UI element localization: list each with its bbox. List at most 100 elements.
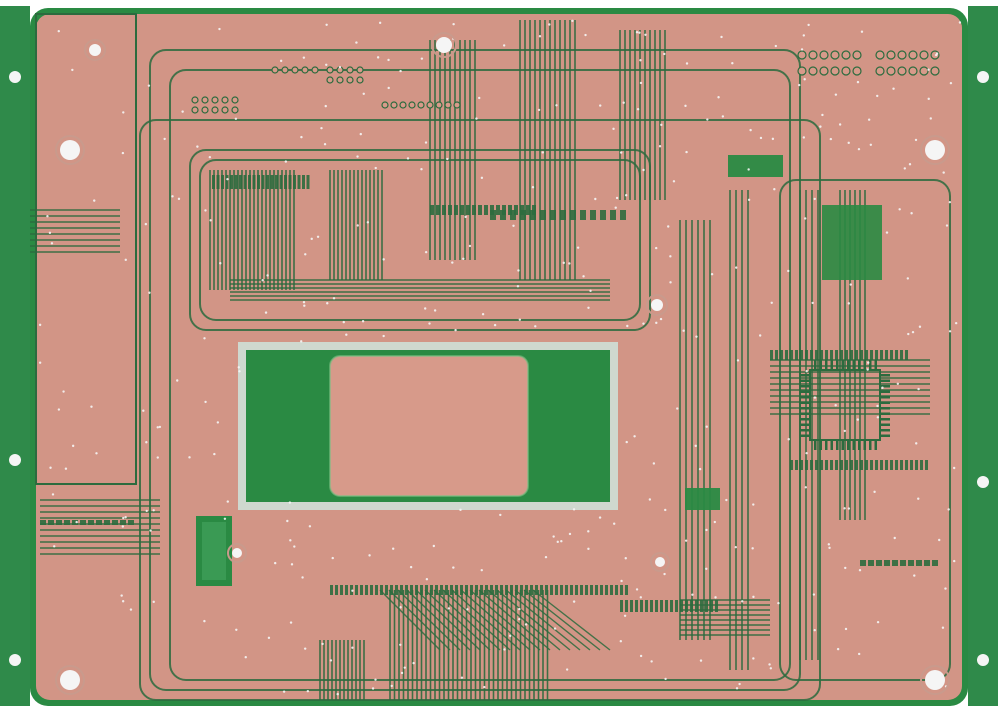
pad bbox=[221, 106, 229, 114]
ic-pin bbox=[836, 360, 839, 370]
via bbox=[147, 84, 151, 87]
via bbox=[331, 556, 334, 560]
via bbox=[49, 466, 52, 469]
green-block bbox=[822, 205, 882, 280]
smd-pad bbox=[340, 585, 343, 595]
pad bbox=[453, 101, 461, 109]
via bbox=[721, 115, 725, 118]
via bbox=[770, 301, 773, 304]
via bbox=[834, 404, 837, 407]
smd-pad bbox=[112, 520, 118, 525]
via bbox=[803, 78, 806, 81]
via bbox=[876, 404, 879, 408]
via bbox=[572, 600, 576, 603]
via bbox=[856, 418, 860, 421]
smd-pad bbox=[365, 585, 368, 595]
via bbox=[181, 110, 184, 113]
via bbox=[300, 340, 303, 343]
via bbox=[623, 614, 627, 618]
via bbox=[898, 208, 901, 211]
pad bbox=[830, 66, 840, 76]
smd-pad bbox=[790, 460, 793, 470]
diagonal-trace bbox=[451, 589, 521, 651]
via bbox=[938, 538, 941, 542]
via bbox=[857, 652, 861, 656]
ic-pin bbox=[830, 440, 833, 450]
pad bbox=[886, 66, 896, 76]
pad bbox=[191, 106, 199, 114]
smd-pad bbox=[248, 175, 251, 189]
via bbox=[599, 104, 602, 107]
smd-pad bbox=[630, 600, 633, 612]
via bbox=[238, 370, 241, 373]
smd-pad bbox=[845, 350, 848, 360]
mounting-hole-ring bbox=[920, 135, 950, 165]
via bbox=[409, 565, 413, 569]
via bbox=[403, 666, 406, 669]
ic-pin bbox=[880, 434, 890, 437]
via bbox=[694, 444, 697, 448]
smd-pad bbox=[560, 585, 563, 595]
pad bbox=[417, 101, 425, 109]
smd-pad bbox=[805, 350, 808, 360]
smd-pad bbox=[715, 600, 718, 612]
mounting-hole bbox=[232, 548, 242, 558]
via bbox=[336, 692, 339, 696]
smd-pad bbox=[435, 585, 438, 595]
via bbox=[310, 237, 313, 241]
smd-pad bbox=[500, 585, 503, 595]
ic-pin bbox=[863, 360, 866, 370]
smd-pad bbox=[293, 175, 296, 189]
via bbox=[663, 572, 666, 576]
smd-pad bbox=[266, 175, 269, 189]
via bbox=[869, 143, 873, 146]
smd-pad bbox=[355, 585, 358, 595]
ic-pin bbox=[874, 360, 877, 370]
pad bbox=[852, 66, 862, 76]
smd-pad bbox=[680, 600, 683, 612]
smd-pad bbox=[590, 585, 593, 595]
smd-pad bbox=[820, 460, 823, 470]
pad bbox=[211, 96, 219, 104]
via bbox=[433, 309, 437, 312]
smd-pad bbox=[460, 585, 463, 595]
smd-pad bbox=[615, 585, 618, 595]
diagonal-trace bbox=[496, 589, 571, 651]
via bbox=[843, 429, 846, 433]
via bbox=[710, 273, 714, 276]
diagonal-trace bbox=[469, 589, 541, 651]
via bbox=[323, 143, 327, 146]
via bbox=[813, 628, 816, 632]
via bbox=[124, 516, 127, 519]
pad bbox=[191, 96, 199, 104]
smd-pad bbox=[890, 460, 893, 470]
via bbox=[858, 569, 862, 572]
loop-trace bbox=[189, 149, 651, 331]
via bbox=[286, 519, 289, 523]
via bbox=[223, 517, 227, 521]
via bbox=[399, 69, 402, 73]
via bbox=[216, 421, 220, 424]
smd-pad bbox=[472, 205, 476, 215]
smd-pad bbox=[505, 585, 508, 595]
smd-pad bbox=[430, 205, 434, 215]
smd-pad bbox=[405, 585, 408, 595]
via bbox=[885, 231, 889, 234]
smd-pad bbox=[925, 460, 928, 470]
via bbox=[876, 416, 880, 419]
via bbox=[705, 425, 708, 428]
smd-pad bbox=[390, 585, 393, 595]
via bbox=[714, 596, 717, 599]
smd-pad bbox=[400, 585, 403, 595]
via bbox=[812, 593, 816, 596]
smd-pad bbox=[610, 210, 616, 220]
smd-pad bbox=[620, 600, 623, 612]
via bbox=[371, 687, 375, 690]
via bbox=[804, 486, 807, 489]
via bbox=[446, 157, 449, 161]
via bbox=[203, 337, 206, 340]
via bbox=[639, 59, 642, 62]
mounting-hole bbox=[655, 557, 665, 567]
via bbox=[452, 22, 455, 26]
center-window bbox=[238, 342, 618, 510]
